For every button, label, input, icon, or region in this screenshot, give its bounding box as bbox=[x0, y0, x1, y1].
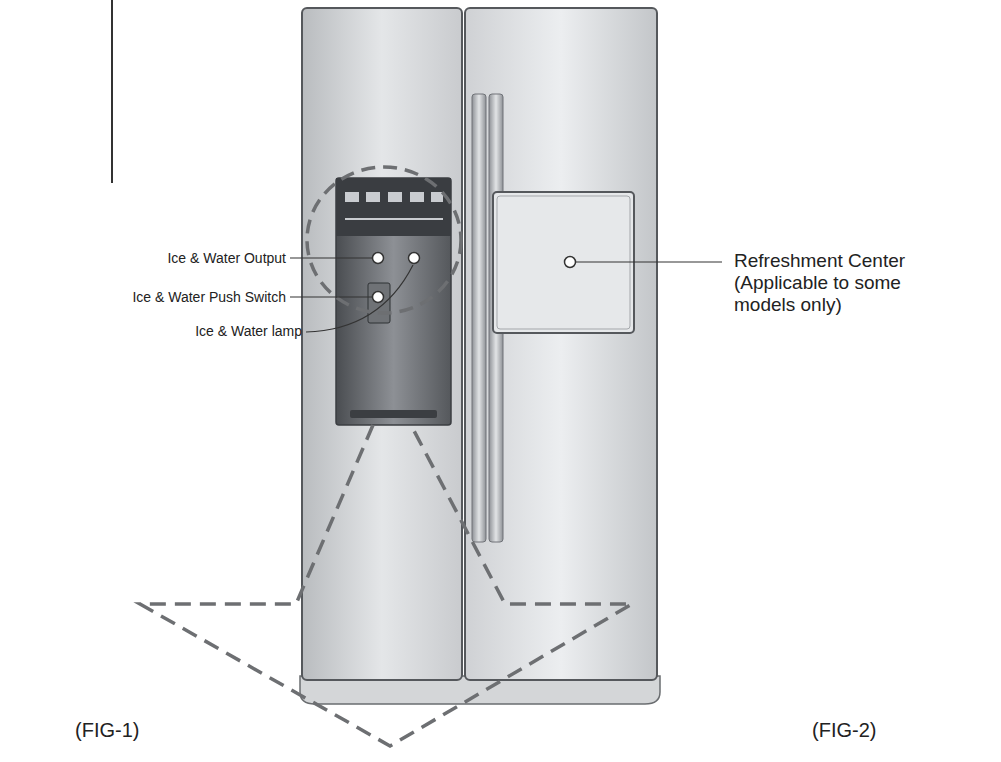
figure-label: (FIG-1) bbox=[75, 719, 139, 742]
leader-lines bbox=[290, 258, 722, 332]
dispenser-display bbox=[336, 178, 451, 236]
callout-dots bbox=[373, 253, 576, 303]
dispenser-recess bbox=[336, 178, 451, 425]
part-label: Ice & Water Output bbox=[167, 250, 286, 266]
push-switch bbox=[368, 283, 390, 323]
margin-rule bbox=[111, 0, 113, 183]
part-label: Ice & Water Push Switch bbox=[132, 289, 286, 305]
figure-label: (FIG-2) bbox=[812, 719, 876, 742]
door-handle bbox=[472, 94, 486, 542]
part-label: Refreshment Center (Applicable to some m… bbox=[734, 250, 949, 316]
display-icons bbox=[345, 192, 443, 220]
zoom-outline bbox=[140, 425, 632, 746]
fridge-door bbox=[465, 8, 657, 680]
detail-circle bbox=[307, 167, 461, 313]
drip-tray bbox=[350, 410, 437, 418]
part-label: Ice & Water lamp bbox=[195, 323, 302, 339]
freezer-door bbox=[302, 8, 462, 680]
